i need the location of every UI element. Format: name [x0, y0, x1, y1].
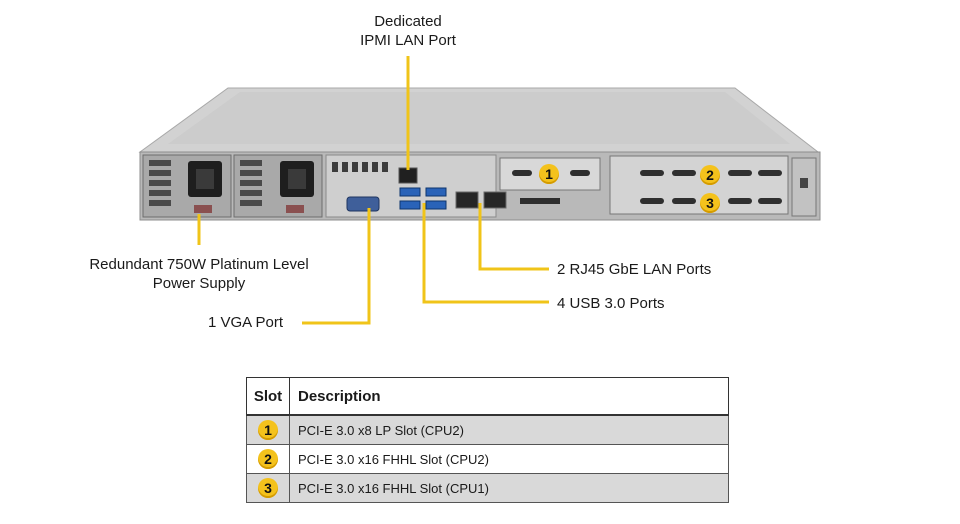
slot-badge: 1 [258, 420, 278, 440]
psu-label-line2: Power Supply [152, 275, 246, 292]
description-cell: PCI-E 3.0 x16 FHHL Slot (CPU2) [289, 444, 729, 474]
description-column-header: Description [289, 377, 729, 416]
ipmi-lan-connector [398, 167, 418, 184]
slot-cell: 1 [246, 414, 290, 445]
slot-table: Slot Description 1 PCI-E 3.0 x8 LP Slot … [246, 377, 729, 503]
description-cell: PCI-E 3.0 x8 LP Slot (CPU2) [289, 414, 729, 445]
pcie-fhhl-brackets [609, 155, 789, 215]
ipmi-label-line2: IPMI LAN Port [360, 32, 456, 49]
chassis-badge-slot-3: 3 [700, 193, 720, 213]
slot-badge: 2 [258, 449, 278, 469]
chassis-badge-slot-1: 1 [539, 164, 559, 184]
callout-lan-line [478, 203, 549, 271]
table-row: 3 PCI-E 3.0 x16 FHHL Slot (CPU1) [246, 473, 729, 503]
callout-lines [197, 56, 549, 325]
slot-table-header: Slot Description [246, 377, 729, 416]
callout-usb-line [422, 203, 549, 304]
description-cell: PCI-E 3.0 x16 FHHL Slot (CPU1) [289, 473, 729, 503]
power-supply-2 [233, 154, 323, 218]
power-supply-1 [142, 154, 232, 218]
lan-ports [455, 191, 507, 209]
table-row: 1 PCI-E 3.0 x8 LP Slot (CPU2) [246, 414, 729, 445]
chassis-badge-slot-2: 2 [700, 165, 720, 185]
callout-vga-line [302, 208, 371, 325]
ipmi-label: Dedicated IPMI LAN Port [338, 12, 478, 50]
psu-label: Redundant 750W Platinum Level Power Supp… [70, 255, 328, 293]
slot-column-header: Slot [246, 377, 290, 416]
vga-connector [346, 196, 380, 212]
ipmi-label-line1: Dedicated [374, 13, 442, 30]
psu-label-line1: Redundant 750W Platinum Level [89, 256, 309, 273]
lan-label: 2 RJ45 GbE LAN Ports [557, 261, 712, 278]
slot-cell: 2 [246, 444, 290, 474]
vga-label: 1 VGA Port [208, 314, 284, 331]
slot-cell: 3 [246, 473, 290, 503]
usb-label: 4 USB 3.0 Ports [557, 295, 665, 312]
usb-ports [399, 187, 447, 210]
slot-badge: 3 [258, 478, 278, 498]
vent-holes [332, 162, 388, 172]
table-row: 2 PCI-E 3.0 x16 FHHL Slot (CPU2) [246, 444, 729, 474]
